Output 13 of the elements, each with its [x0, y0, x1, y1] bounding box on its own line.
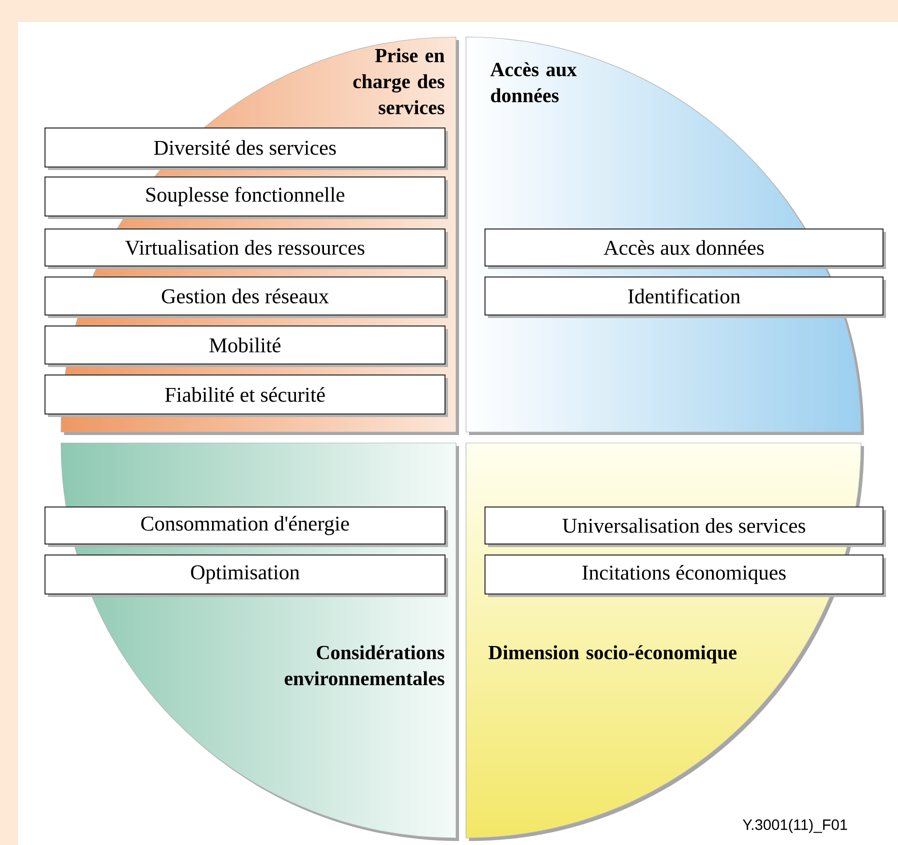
item-box: Identification	[484, 276, 886, 318]
item-box: Diversité des services	[44, 128, 448, 170]
item-box: Virtualisation des ressources	[44, 228, 448, 269]
item-box: Optimisation	[44, 554, 448, 597]
item-box: Mobilité	[44, 326, 448, 367]
item-box: Gestion des réseaux	[44, 276, 448, 318]
item-box: Consommation d'énergie	[44, 506, 448, 547]
figure-number: Y.3001(11)_F01	[742, 819, 848, 833]
item-box: Universalisation des services	[484, 506, 886, 547]
item-box: Accès aux données	[484, 228, 886, 269]
item-box: Fiabilité et sécurité	[44, 374, 448, 417]
item-box: Incitations économiques	[484, 554, 886, 597]
item-box: Souplesse fonctionnelle	[44, 176, 448, 219]
